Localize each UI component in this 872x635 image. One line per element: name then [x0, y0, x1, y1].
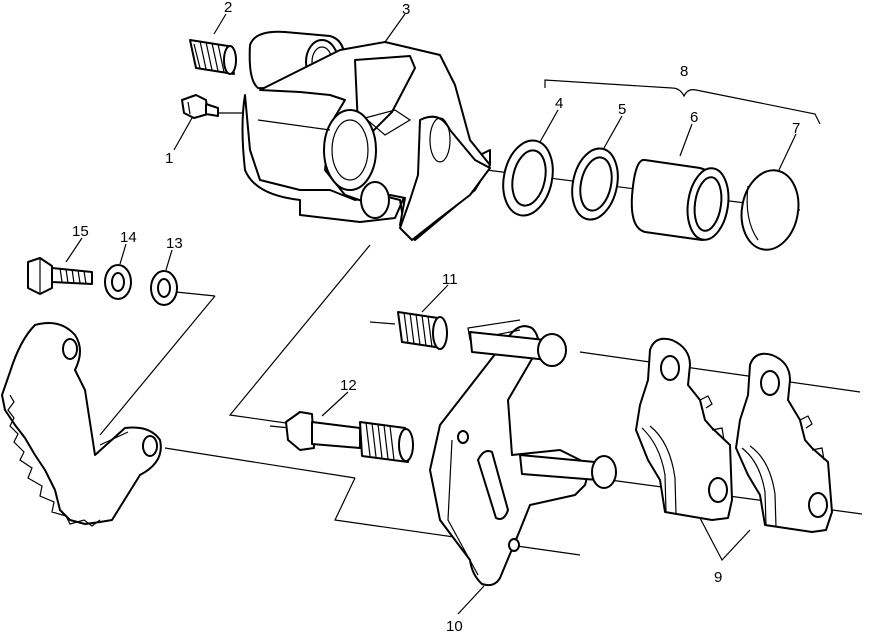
part-14-lock-washer: [104, 264, 132, 300]
part-9-brake-pad-inner: [635, 337, 733, 521]
leader-lines: [65, 13, 797, 615]
part-12-slide-pin: [285, 411, 414, 463]
part-2-bleeder-screw: [189, 39, 237, 75]
part-1-screw: [181, 94, 219, 119]
callout-9: 9: [714, 569, 722, 586]
callout-11: 11: [442, 271, 458, 288]
callout-10: 10: [446, 618, 463, 635]
callout-labels: 2 1 3 8 4 5 6 7 15 14 13 11 12 9 10: [72, 0, 800, 635]
callout-13: 13: [166, 235, 183, 252]
callout-6: 6: [690, 109, 698, 126]
callout-14: 14: [120, 229, 137, 246]
steering-knuckle-mount: [1, 322, 162, 527]
callout-15: 15: [72, 223, 89, 240]
callout-5: 5: [618, 101, 626, 118]
callout-4: 4: [555, 95, 563, 112]
part-15-bolt: [27, 257, 93, 295]
callout-3: 3: [402, 1, 410, 18]
callout-7: 7: [792, 120, 800, 137]
part-13-washer: [150, 270, 178, 306]
part-10-caliper-bracket: [429, 319, 617, 587]
part-6-piston: [630, 158, 730, 241]
callout-1: 1: [165, 150, 173, 167]
part-3-caliper-body: [241, 30, 491, 241]
part-8-seal-kit-bracket: [544, 79, 821, 125]
callout-8: 8: [680, 63, 688, 80]
part-7-cap: [740, 169, 800, 251]
callout-12: 12: [340, 377, 357, 394]
part-9-brake-pad-outer: [735, 352, 833, 533]
part-5-piston-seal: [571, 147, 619, 221]
part-4-dust-seal: [502, 139, 554, 217]
part-11-threaded-bushing: [397, 311, 448, 350]
callout-2: 2: [224, 0, 232, 16]
